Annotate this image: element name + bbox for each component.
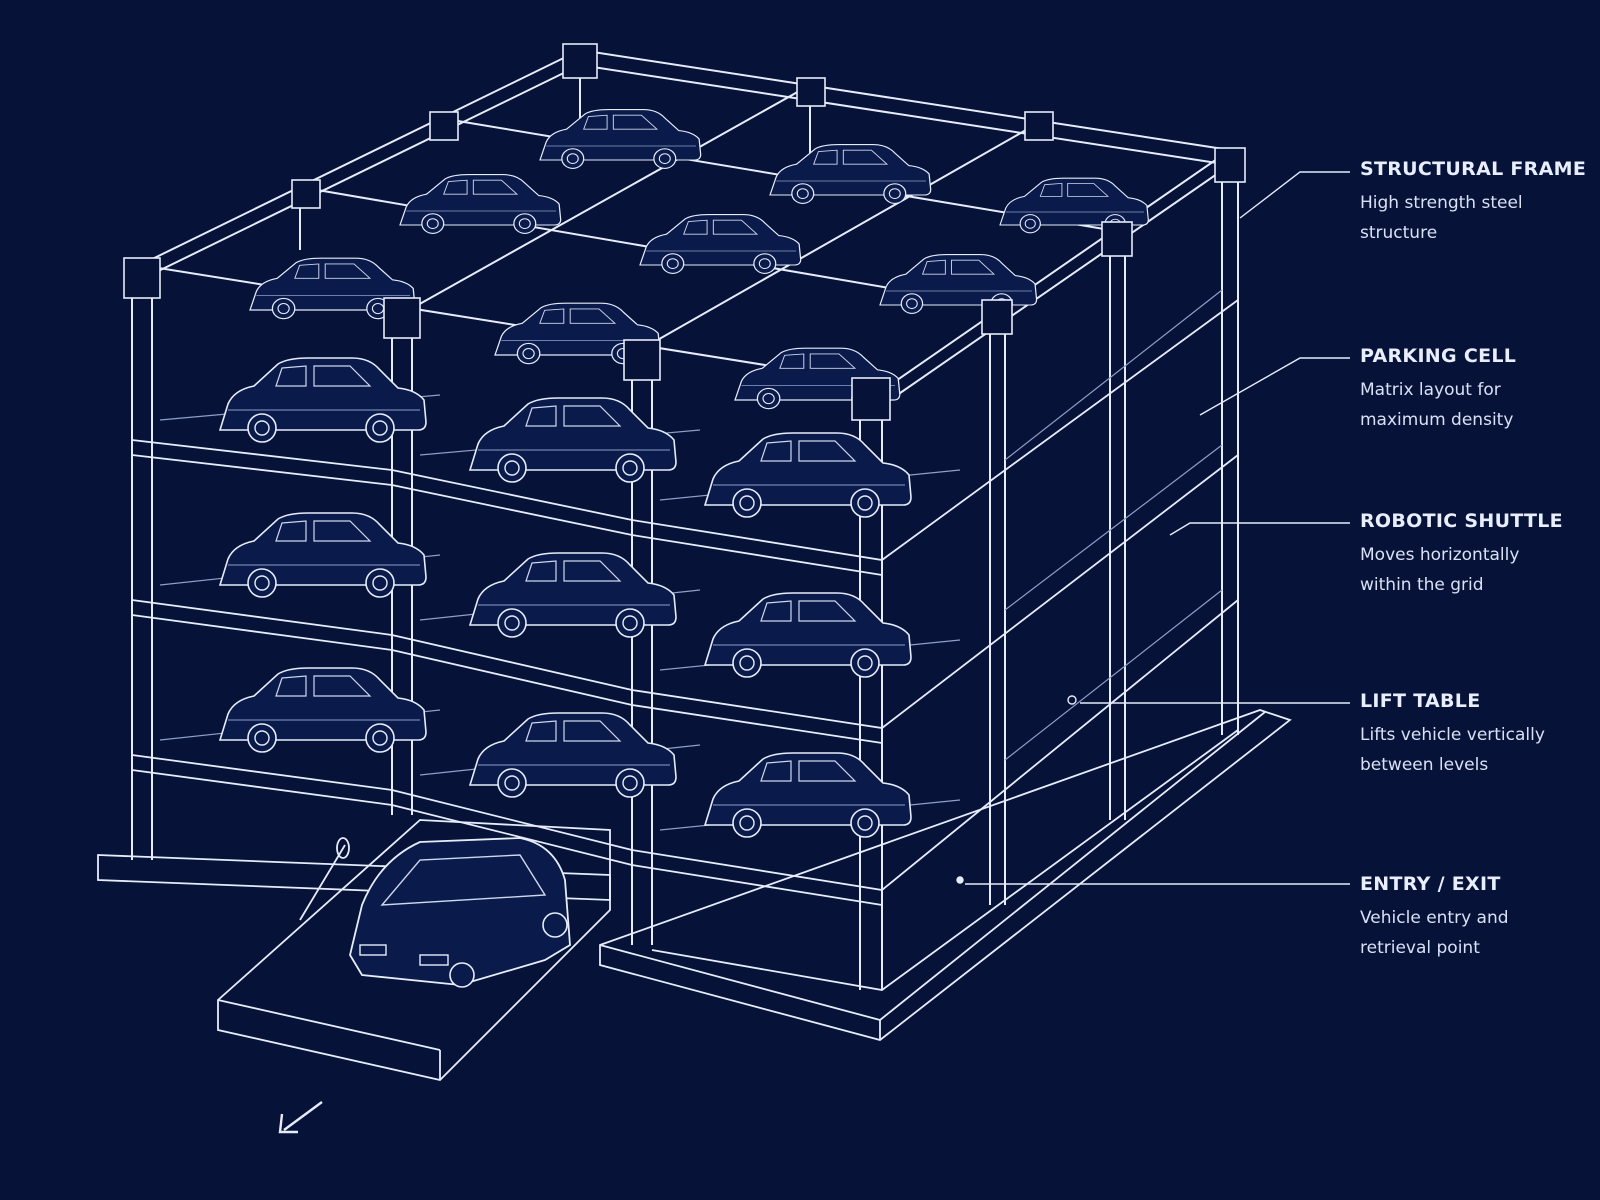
parking-cells-front	[219, 357, 912, 838]
callout-parking-cell: PARKING CELL Matrix layout for maximum d…	[1360, 345, 1590, 435]
callout-description: Vehicle entry and retrieval point	[1360, 908, 1509, 958]
entry-vehicle	[349, 837, 571, 988]
callout-lift-table: LIFT TABLE Lifts vehicle vertically betw…	[1360, 690, 1590, 780]
parking-cells-top	[249, 108, 1149, 410]
floor-levels	[131, 299, 1239, 991]
callout-structural-frame: STRUCTURAL FRAME High strength steel str…	[1360, 158, 1590, 248]
frame-joints	[123, 43, 1246, 421]
callout-description: Lifts vehicle vertically between levels	[1360, 725, 1545, 775]
arrow-down-left-icon	[278, 1101, 323, 1134]
callout-robotic-shuttle: ROBOTIC SHUTTLE Moves horizontally withi…	[1360, 510, 1590, 600]
callout-description: High strength steel structure	[1360, 193, 1523, 243]
callout-title: ROBOTIC SHUTTLE	[1360, 510, 1563, 532]
callout-title: LIFT TABLE	[1360, 690, 1481, 712]
leader-lines	[956, 171, 1350, 885]
callout-description: Matrix layout for maximum density	[1360, 380, 1514, 430]
callout-title: ENTRY / EXIT	[1360, 873, 1501, 895]
callout-description: Moves horizontally within the grid	[1360, 545, 1520, 595]
callout-title: STRUCTURAL FRAME	[1360, 158, 1587, 180]
entry-ramp	[217, 819, 611, 1081]
callout-entry-exit: ENTRY / EXIT Vehicle entry and retrieval…	[1360, 873, 1590, 963]
callout-title: PARKING CELL	[1360, 345, 1517, 367]
